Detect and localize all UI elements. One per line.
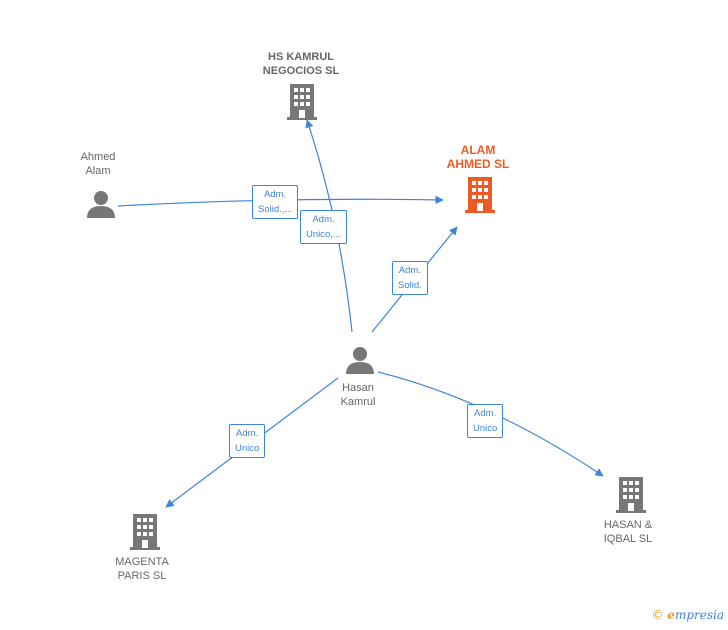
- empresia-logo[interactable]: © empresia: [651, 608, 724, 622]
- building-icon[interactable]: [130, 514, 160, 550]
- node-label-hasan-kamrul: Hasan Kamrul: [340, 382, 376, 408]
- building-icon[interactable]: [465, 177, 495, 213]
- building-icon[interactable]: [616, 477, 646, 513]
- node-label-alam-ahmed: ALAM AHMED SL: [446, 143, 510, 171]
- building-icon[interactable]: [287, 84, 317, 120]
- edge-label-hasan-iqbal[interactable]: Adm. Unico: [467, 404, 504, 438]
- node-label-magenta-paris: MAGENTA PARIS SL: [115, 556, 169, 582]
- edge-label-alam-ahmed[interactable]: Adm. Solid.: [392, 261, 428, 295]
- brand-initial: e: [667, 608, 675, 622]
- edge-label-ahmed-alam[interactable]: Adm. Solid.,...: [252, 185, 299, 219]
- copyright-symbol: ©: [651, 608, 664, 622]
- node-label-ahmed-alam: Ahmed Alam: [80, 151, 116, 177]
- brand-name: mpresia: [674, 608, 724, 622]
- node-label-hs-kamrul: HS KAMRUL NEGOCIOS SL: [262, 51, 340, 77]
- edge-label-magenta-paris[interactable]: Adm. Unico: [229, 424, 266, 458]
- person-icon[interactable]: [345, 346, 375, 374]
- edge-label-hs-kamrul[interactable]: Adm. Unico,...: [300, 210, 347, 244]
- node-label-hasan-iqbal: HASAN & IQBAL SL: [603, 519, 653, 545]
- person-icon[interactable]: [86, 190, 116, 218]
